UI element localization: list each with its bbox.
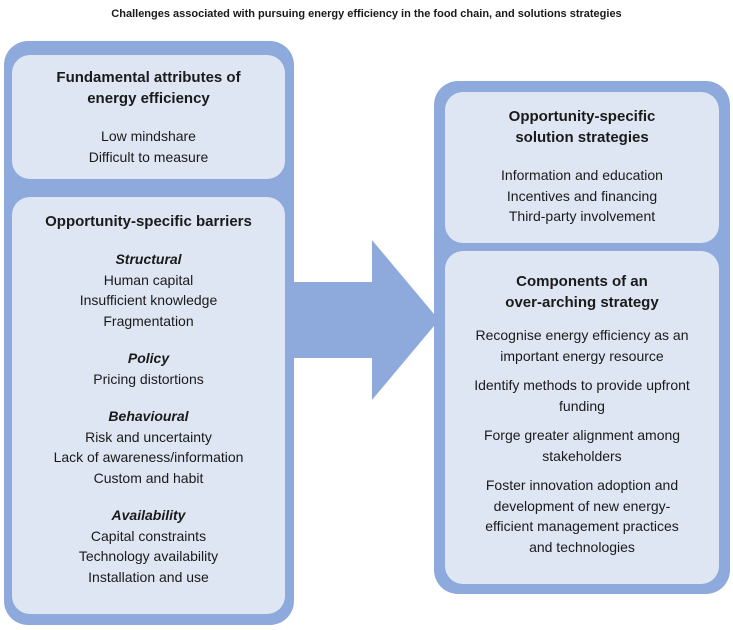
- barrier-item: Installation and use: [88, 568, 209, 585]
- fundamental-heading-line2: energy efficiency: [87, 90, 210, 107]
- component-item: Forge greater alignment among stakeholde…: [483, 427, 681, 464]
- challenges-panel: Fundamental attributes of energy efficie…: [4, 41, 294, 625]
- barrier-item: Lack of awareness/information: [53, 449, 244, 465]
- solution-item: Information and education: [501, 167, 663, 183]
- barrier-item: Custom and habit: [93, 469, 204, 486]
- availability-label: Availability: [111, 507, 186, 523]
- structural-label: Structural: [115, 251, 182, 267]
- fundamental-item: Difficult to measure: [88, 148, 209, 165]
- barrier-item: Insufficient knowledge: [79, 292, 218, 308]
- component-item: Recognise energy efficiency as an import…: [475, 327, 689, 364]
- solution-strategies-box: Opportunity-specific solution strategies…: [445, 92, 719, 243]
- solutions-panel: Opportunity-specific solution strategies…: [434, 81, 730, 594]
- barriers-heading: Opportunity-specific barriers: [45, 213, 252, 230]
- right-arrow-icon: [294, 240, 439, 400]
- components-heading-line1: Components of an: [516, 273, 648, 290]
- diagram-title: Challenges associated with pursuing ener…: [111, 8, 622, 20]
- strategy-components-box: Components of an over-arching strategy R…: [445, 251, 719, 584]
- barrier-item: Technology availability: [78, 548, 219, 564]
- fundamental-attributes-box: Fundamental attributes of energy efficie…: [12, 55, 285, 179]
- barrier-item: Pricing distortions: [93, 370, 204, 387]
- barrier-item: Capital constraints: [90, 527, 207, 544]
- component-item: Identify methods to provide upfront fund…: [474, 377, 690, 414]
- barrier-item: Risk and uncertainty: [85, 428, 212, 445]
- component-item: Foster innovation adoption and developme…: [485, 477, 679, 555]
- fundamental-heading-line1: Fundamental attributes of: [56, 69, 241, 86]
- fundamental-item: Low mindshare: [101, 128, 196, 144]
- barriers-box: Opportunity-specific barriers Structural…: [12, 197, 285, 614]
- barrier-item: Human capital: [103, 271, 194, 288]
- solution-item: Incentives and financing: [506, 187, 658, 204]
- solutions-heading-line2: solution strategies: [515, 129, 649, 146]
- solution-item: Third-party involvement: [508, 208, 656, 224]
- behavioural-label: Behavioural: [108, 408, 189, 424]
- solutions-heading-line1: Opportunity-specific: [508, 108, 656, 125]
- barrier-item: Fragmentation: [103, 312, 194, 329]
- components-heading-line2: over-arching strategy: [505, 294, 659, 311]
- policy-label: Policy: [127, 350, 170, 366]
